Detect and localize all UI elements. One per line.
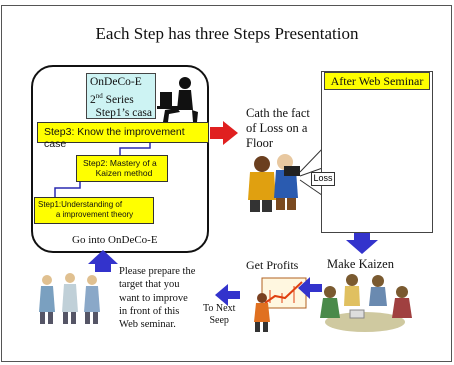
blue-down-arrow-icon [346,233,378,254]
photographer-people-icon [248,154,300,212]
blue-left-arrow-2-icon [215,284,240,306]
get-profits-label: Get Profits [246,258,299,272]
ondeco-box: OnDeCo-E 2nd Series Step1’s casa [86,73,156,119]
person-at-computer-icon [157,77,198,122]
step1-box: Step1:Understanding of a improvement the… [34,197,154,224]
go-into-label: Go into OnDeCo-E [72,234,158,246]
after-seminar-box [321,71,433,233]
blue-up-arrow-icon [88,250,118,272]
step2-line1: Step2: Mastery of a [83,158,157,168]
presenter-chart-icon [254,277,307,332]
step1-line1: Step1:Understanding of [38,200,123,209]
meeting-people-icon [320,274,412,332]
ondeco-line3: Step1’s casa [95,106,152,119]
step2-box: Step2: Mastery of a Kaizen method [76,155,168,182]
three-workers-icon [39,273,100,324]
step-connectors [54,143,151,197]
step1-line2: a improvement theory [55,210,134,219]
red-arrow-icon [210,121,238,145]
after-seminar-label: After Web Seminar [324,72,430,90]
make-kaizen-label: Make Kaizen [327,257,394,271]
step2-line2: Kaizen method [95,168,153,178]
ondeco-line2: 2nd Series [90,91,134,106]
step3-box: Step3: Know the improvement case [37,122,209,150]
loss-tag: Loss [311,172,335,186]
ondeco-line1: OnDeCo-E [90,76,142,88]
cath-label: Cath the fact of Loss on a Floor [246,106,310,150]
prepare-note: Please prepare the target that you want … [119,266,196,331]
next-step-label: To Next Seep [203,303,236,326]
slide-title: Each Step has three Steps Presentation [95,24,359,43]
blue-left-arrow-1-icon [298,277,322,299]
